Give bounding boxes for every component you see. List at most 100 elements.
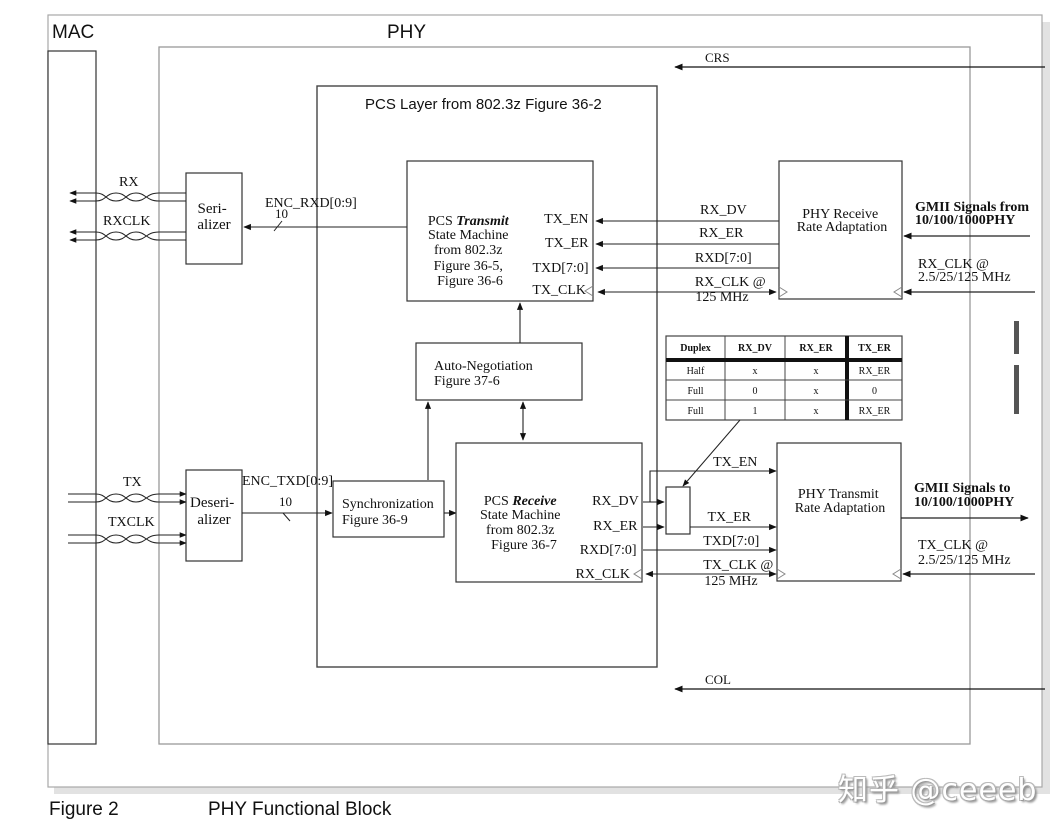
- auto-negotiation-block: [415, 342, 583, 401]
- pcs-receive-line: Figure 36-7: [491, 538, 557, 553]
- tx-en-label: TX_EN: [713, 455, 757, 470]
- port-rx-er: RX_ER: [593, 519, 638, 534]
- table-cell: RX_ER: [859, 406, 891, 417]
- table-cell: RX_ER: [859, 366, 891, 377]
- pcs-transmit-line: Figure 36-5,: [434, 259, 503, 274]
- rx-er-label: RX_ER: [699, 226, 744, 241]
- gmii-from-line2: 10/100/1000PHY: [915, 213, 1015, 228]
- tx-twisted-pair: [68, 491, 187, 505]
- clock-input-glyph: [776, 568, 786, 580]
- gmii-to-label: GMII Signals to 10/100/1000PHY: [914, 481, 1014, 510]
- enc-rxd-label: ENC_RXD[0:9]: [265, 196, 357, 211]
- figure-number: Figure 2: [49, 799, 119, 820]
- table-border: [665, 335, 903, 421]
- pcs-transmit-label: PCS Transmit State Machine from 802.3z F…: [428, 214, 512, 289]
- synchronization-line: Figure 36-9: [342, 513, 408, 528]
- table-cell: Half: [687, 366, 705, 377]
- tx-clk-freq-label: 125 MHz: [704, 574, 757, 589]
- pcs-layer-title: PCS Layer from 802.3z Figure 36-2: [365, 96, 602, 113]
- synchronization-block: [332, 480, 445, 538]
- port-rx-clk: RX_CLK: [576, 567, 630, 582]
- phy-receive-ra-line: PHY Receive: [802, 207, 878, 222]
- table-cell: 1: [753, 406, 758, 417]
- table-cell: x: [814, 406, 819, 417]
- pcs-layer-block: [316, 85, 658, 668]
- tx-signal-lines: [643, 467, 777, 578]
- tx-clk-in-line2: 2.5/25/125 MHz: [918, 553, 1011, 568]
- port-txd: TXD[7:0]: [533, 261, 589, 276]
- rxd-label: RXD[7:0]: [695, 251, 752, 266]
- rx-dv-label: RX_DV: [700, 203, 747, 218]
- pcs-transmit-ports: TX_EN TX_ER TXD[7:0] TX_CLK: [532, 212, 592, 298]
- tx-clk-in-label: TX_CLK @ 2.5/25/125 MHz: [918, 538, 1011, 568]
- tx-side-labels: TX_EN TX_ER TXD[7:0] TX_CLK @ 125 MHz: [703, 455, 777, 589]
- clock-input-glyph: [892, 568, 902, 580]
- phy-label: PHY: [387, 22, 426, 43]
- clock-output-glyph: [778, 286, 788, 298]
- rx-clk-in-label: RX_CLK @ 2.5/25/125 MHz: [918, 257, 1011, 285]
- table-header-cell: Duplex: [680, 343, 711, 354]
- gmii-to-line1: GMII Signals to: [914, 481, 1010, 496]
- clock-input-glyph: [893, 286, 903, 298]
- table-cell: Full: [687, 386, 703, 397]
- serializer-label-line: Seri-: [198, 201, 227, 217]
- rxclk-label: RXCLK: [103, 214, 150, 229]
- separator-bar: [1014, 365, 1019, 414]
- mac-label: MAC: [52, 22, 94, 43]
- table-cell: x: [814, 366, 819, 377]
- clock-input-glyph: [633, 568, 643, 580]
- table-cell: x: [753, 366, 758, 377]
- port-rx-dv: RX_DV: [592, 494, 639, 509]
- rx-clk-in-line2: 2.5/25/125 MHz: [918, 270, 1011, 285]
- rx-clk-freq-label: 125 MHz: [695, 290, 748, 305]
- phy-transmit-ra-line: PHY Transmit: [798, 487, 879, 502]
- mac-block: [47, 50, 97, 745]
- tx-clk-in-line1: TX_CLK @: [918, 538, 988, 553]
- rxclk-twisted-pair: [69, 229, 186, 243]
- port-rxd: RXD[7:0]: [580, 543, 637, 558]
- txd-label: TXD[7:0]: [703, 534, 759, 549]
- txclk-label: TXCLK: [108, 515, 155, 530]
- pcs-transmit-line: State Machine: [428, 228, 508, 243]
- enc-txd-label: ENC_TXD[0:9]: [242, 474, 333, 489]
- mux-block: [665, 486, 691, 535]
- pcs-transmit-block: [406, 160, 594, 302]
- phy-transmit-ra-label: PHY Transmit Rate Adaptation: [795, 487, 886, 516]
- col-label: COL: [705, 672, 731, 687]
- pcs-receive-label: PCS Receive State Machine from 802.3z Fi…: [480, 494, 564, 553]
- pcs-transmit-line: Figure 36-6: [437, 274, 503, 289]
- deserializer-label-line: alizer: [197, 512, 230, 528]
- rx-side-labels: RX_DV RX_ER RXD[7:0] RX_CLK @ 125 MHz: [695, 203, 769, 305]
- rx-label: RX: [119, 175, 138, 190]
- table-cell: Full: [687, 406, 703, 417]
- clock-input-glyph: [584, 285, 594, 297]
- auto-negotiation-label: Auto-Negotiation Figure 37-6: [434, 359, 536, 389]
- enc-txd-bus-slash: [282, 512, 291, 522]
- table-pointer-arrow: [682, 419, 741, 487]
- phy-receive-rate-adaptation-block: [778, 160, 903, 300]
- rx-twisted-pair: [69, 190, 186, 204]
- separator-bar: [1014, 321, 1019, 354]
- deserializer-label: Deseri- alizer: [190, 495, 238, 528]
- deserializer-label-line: Deseri-: [190, 495, 234, 511]
- serializer-block: [185, 172, 243, 265]
- synchronization-label: Synchronization Figure 36-9: [342, 497, 437, 528]
- rx-signal-lines: [595, 217, 779, 296]
- table-cell: 0: [753, 386, 758, 397]
- table-header-cell: RX_DV: [738, 343, 773, 354]
- txclk-twisted-pair: [68, 532, 187, 546]
- gmii-from-line1: GMII Signals from: [915, 200, 1029, 215]
- phy-receive-ra-label: PHY Receive Rate Adaptation: [797, 207, 888, 235]
- table-header-cell: TX_ER: [858, 343, 892, 354]
- pcs-receive-ports: RX_DV RX_ER RXD[7:0] RX_CLK: [576, 494, 642, 582]
- tx-clk-label: TX_CLK @: [703, 558, 773, 573]
- tx-label: TX: [123, 475, 142, 490]
- pcs-label-emphasis: Receive: [511, 494, 556, 509]
- deserializer-block: [185, 469, 243, 562]
- crs-label: CRS: [705, 50, 730, 65]
- synchronization-line: Synchronization: [342, 497, 434, 512]
- enc-txd-width: 10: [279, 494, 292, 509]
- pcs-label-emphasis: Transmit: [456, 214, 509, 229]
- figure-title: PHY Functional Block: [208, 799, 392, 820]
